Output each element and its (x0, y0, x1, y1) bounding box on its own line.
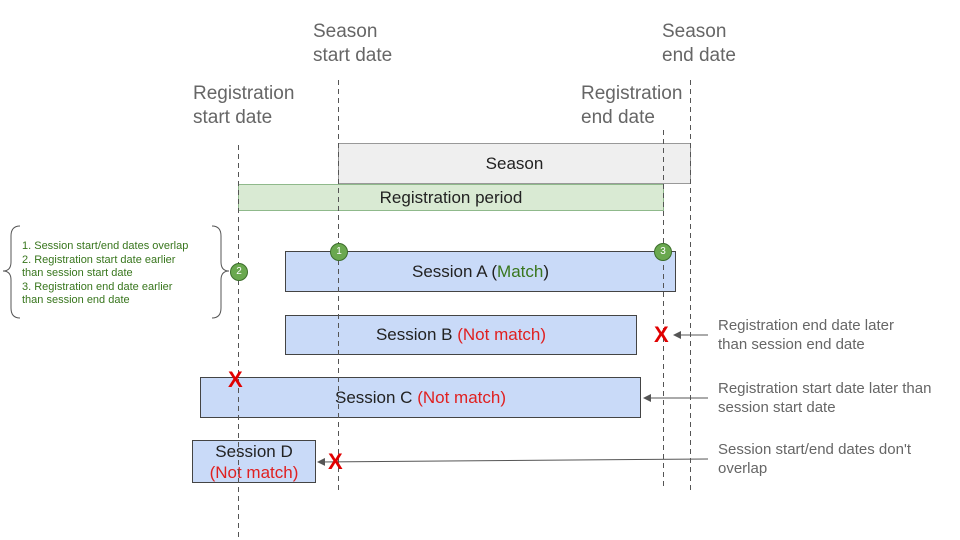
note-session-d-line1: Session start/end dates don't (718, 441, 911, 458)
session-a-box: Session A (Match) (285, 251, 676, 292)
condition-line: 3. Registration end date earlier (22, 280, 173, 293)
x-mark-session-d-icon: X (328, 449, 343, 474)
session-c-box: Session C (Not match) (200, 377, 641, 418)
condition-line: 2. Registration start date earlier (22, 253, 176, 266)
marker-2-icon: 2 (230, 263, 248, 281)
session-d-name: Session D (215, 441, 293, 461)
session-b-box: Session B (Not match) (285, 315, 637, 355)
season-start-header-line1: Season (313, 21, 378, 42)
x-mark-session-c-icon: X (228, 367, 243, 392)
note-session-c-line1: Registration start date later than (718, 380, 932, 397)
registration-end-header-line2: end date (581, 107, 655, 128)
note-session-d-line2: overlap (718, 460, 768, 477)
condition-line: 1. Session start/end dates overlap (22, 240, 189, 252)
arrow-session-d (317, 457, 709, 466)
season-end-header-line1: Season (662, 21, 727, 42)
session-b-status: (Not match) (457, 325, 547, 344)
session-d-box: Session D (Not match) (192, 440, 316, 483)
right-brace (211, 225, 230, 319)
marker-1-icon: 1 (330, 243, 348, 261)
x-mark-session-b-icon: X (654, 322, 669, 347)
note-session-b-line1: Registration end date later (718, 317, 894, 334)
season-bar-label: Season (485, 153, 544, 173)
condition-line: than session start date (22, 267, 133, 279)
season-start-header-line2: start date (313, 45, 393, 66)
note-session-d: Session start/end dates don't overlap (718, 440, 911, 478)
registration-start-header-line2: start date (193, 107, 273, 128)
session-d-status: (Not match) (209, 462, 299, 482)
session-b-name: Session B (375, 325, 453, 344)
season-bar: Season (338, 143, 691, 184)
session-c-status: (Not match) (417, 387, 506, 407)
session-a-close: ) (543, 261, 550, 281)
marker-3-icon: 3 (654, 243, 672, 261)
session-a-name: Session A ( (411, 261, 498, 281)
note-session-c-line2: session start date (718, 399, 836, 416)
session-a-status: Match (497, 261, 544, 281)
session-c-name: Session C (334, 387, 413, 407)
registration-period-label: Registration period (379, 187, 523, 207)
season-end-header: Season end date (662, 20, 736, 68)
note-session-b-line2: than session end date (718, 336, 865, 353)
registration-end-header: Registration end date (581, 82, 682, 130)
registration-start-header: Registration start date (193, 82, 294, 130)
season-end-header-line2: end date (662, 45, 736, 66)
note-session-b: Registration end date later than session… (718, 316, 894, 354)
condition-line: than session end date (22, 294, 130, 306)
match-conditions-list: 1. Session start/end dates overlap 2. Re… (22, 240, 212, 308)
season-start-header: Season start date (313, 20, 392, 68)
note-session-c: Registration start date later than sessi… (718, 379, 931, 417)
registration-start-header-line1: Registration (193, 83, 295, 104)
registration-end-header-line1: Registration (581, 83, 683, 104)
left-brace (2, 225, 21, 319)
